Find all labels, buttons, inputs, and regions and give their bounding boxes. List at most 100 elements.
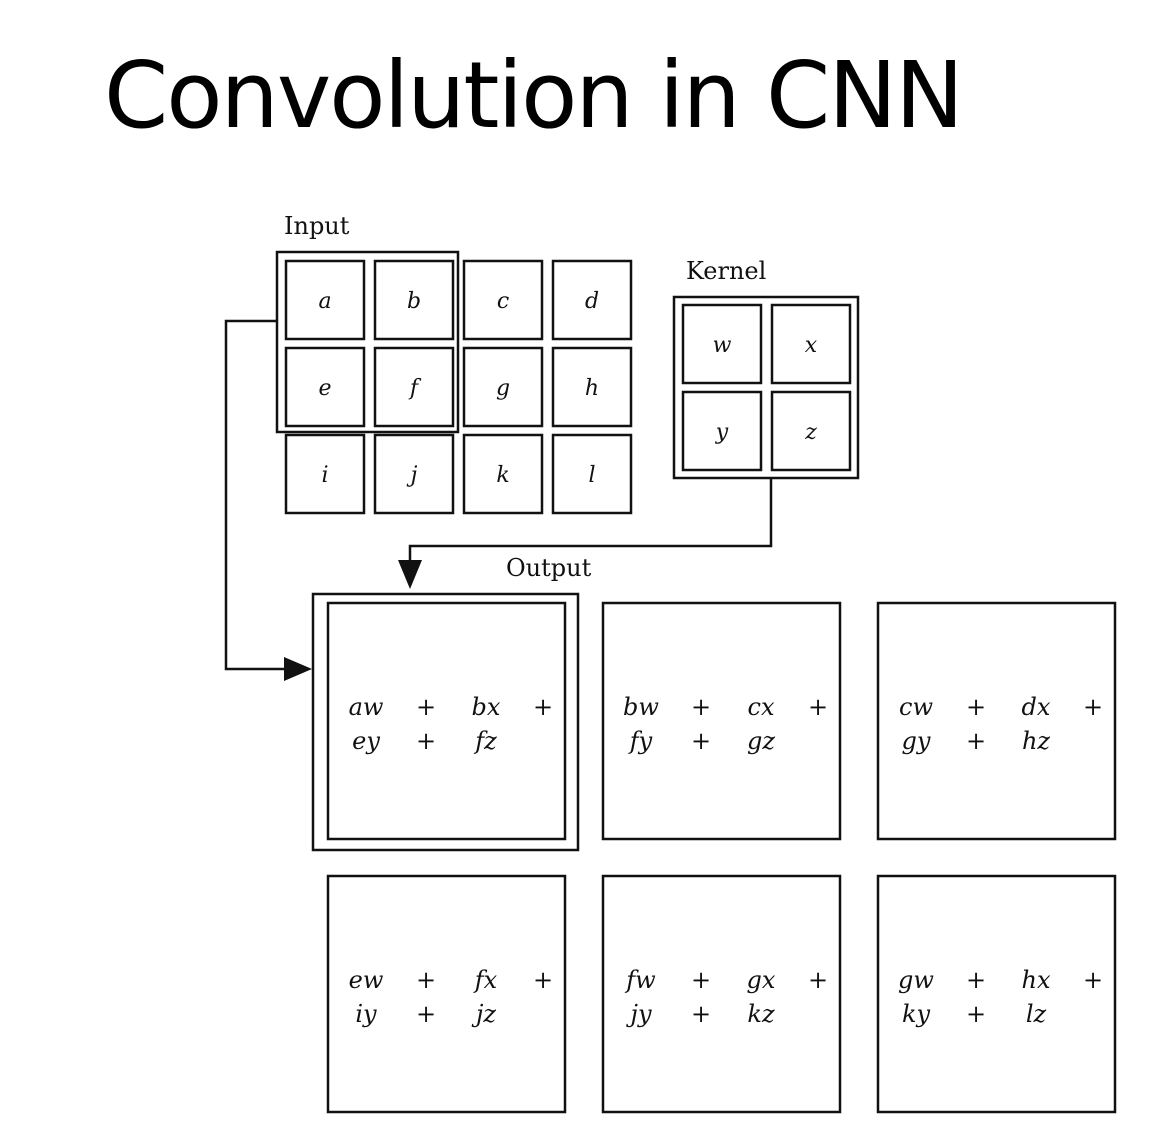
output-term: + bbox=[416, 1000, 436, 1028]
kernel-cell-value: z bbox=[804, 420, 817, 445]
input-cell: l bbox=[551, 433, 633, 515]
input-cell-box bbox=[373, 259, 455, 341]
input-cell-value: h bbox=[585, 376, 599, 401]
output-term: gx bbox=[747, 966, 776, 994]
input-cell-value: g bbox=[496, 376, 510, 401]
input-cell: e bbox=[284, 346, 366, 428]
output-term: + bbox=[416, 693, 436, 721]
output-cell-box bbox=[601, 601, 842, 841]
input-arrowhead bbox=[284, 657, 312, 681]
kernel-frame bbox=[672, 295, 860, 480]
input-cell: g bbox=[462, 346, 544, 428]
output-term: fx bbox=[473, 966, 498, 994]
kernel-cell-value: x bbox=[805, 333, 818, 358]
output-term: aw bbox=[349, 693, 384, 721]
kernel-cell: z bbox=[770, 390, 852, 472]
kernel-cell: y bbox=[681, 390, 763, 472]
input-cell: h bbox=[551, 346, 633, 428]
output-cell: cw + dx + gy + hz bbox=[876, 601, 1117, 841]
kernel-cell-box bbox=[681, 303, 763, 385]
input-cell-box bbox=[284, 433, 366, 515]
kernel-cell-box bbox=[681, 390, 763, 472]
output-cell-box bbox=[601, 874, 842, 1114]
output-cell-highlight bbox=[311, 592, 580, 852]
kernel-to-output-connector bbox=[408, 478, 773, 563]
output-term: + bbox=[533, 693, 553, 721]
output-label: Output bbox=[506, 554, 592, 582]
output-term: + bbox=[691, 1000, 711, 1028]
output-cell: ew+fx+iy+jz bbox=[326, 874, 567, 1114]
input-cell-value: i bbox=[321, 463, 328, 488]
output-term: ky bbox=[902, 1000, 931, 1028]
output-term: bw bbox=[623, 693, 659, 721]
output-term: + bbox=[691, 727, 711, 755]
input-cell-box bbox=[373, 346, 455, 428]
input-label: Input bbox=[284, 212, 350, 240]
output-term: gy bbox=[902, 727, 931, 755]
input-cell-value: e bbox=[318, 376, 331, 401]
input-cell-value: l bbox=[588, 463, 595, 488]
output-term: + bbox=[691, 693, 711, 721]
input-cell: k bbox=[462, 433, 544, 515]
output-term: + bbox=[966, 966, 986, 994]
input-cell: a bbox=[284, 259, 366, 341]
output-term: dx bbox=[1022, 693, 1051, 721]
input-cell-value: a bbox=[318, 289, 331, 314]
input-window-highlight bbox=[275, 250, 460, 434]
input-cell: i bbox=[284, 433, 366, 515]
output-term: jz bbox=[471, 1000, 496, 1028]
kernel-arrowhead bbox=[398, 560, 422, 589]
kernel-cell-value: y bbox=[715, 420, 729, 445]
input-cell-box bbox=[462, 346, 544, 428]
output-cell: bw + cx + fy + gz bbox=[601, 601, 842, 841]
output-cell-box bbox=[876, 874, 1117, 1114]
input-cell-box bbox=[462, 433, 544, 515]
input-cell-box bbox=[551, 259, 633, 341]
input-cell-box bbox=[551, 346, 633, 428]
output-term: hx bbox=[1022, 966, 1051, 994]
kernel-cell: x bbox=[770, 303, 852, 385]
input-cell-value: c bbox=[497, 289, 509, 314]
output-cell-box bbox=[876, 601, 1117, 841]
input-cell-value: k bbox=[496, 463, 509, 488]
input-cell-value: d bbox=[585, 289, 599, 314]
output-term: fy bbox=[628, 727, 653, 755]
output-cell: aw+bx+ey+fz bbox=[326, 601, 567, 841]
output-term: + bbox=[416, 727, 436, 755]
output-term: hz bbox=[1022, 727, 1050, 755]
output-term: kz bbox=[747, 1000, 775, 1028]
output-cell: gw+hx+ky+lz bbox=[876, 874, 1117, 1114]
page-title: Convolution in CNN bbox=[104, 42, 964, 149]
input-cell: j bbox=[373, 433, 455, 515]
output-term: ey bbox=[352, 727, 380, 755]
output-term: gz bbox=[747, 727, 775, 755]
output-term: + bbox=[1083, 693, 1103, 721]
output-term: + bbox=[966, 693, 986, 721]
output-term: ew bbox=[349, 966, 384, 994]
output-term: + bbox=[1083, 966, 1103, 994]
output-cell-box bbox=[326, 874, 567, 1114]
input-cell: c bbox=[462, 259, 544, 341]
input-cell: b bbox=[373, 259, 455, 341]
output-term: fz bbox=[473, 727, 497, 755]
kernel-cell-value: w bbox=[713, 333, 732, 358]
output-term: cx bbox=[748, 693, 775, 721]
output-term: + bbox=[808, 693, 828, 721]
kernel-cell-box bbox=[770, 390, 852, 472]
input-cell: d bbox=[551, 259, 633, 341]
kernel-label: Kernel bbox=[686, 257, 766, 285]
output-term: lz bbox=[1026, 1000, 1047, 1028]
output-term: + bbox=[966, 727, 986, 755]
input-cell-value: b bbox=[407, 289, 421, 314]
output-term: fw bbox=[624, 966, 656, 994]
output-term: cw bbox=[899, 693, 933, 721]
output-term: + bbox=[966, 1000, 986, 1028]
input-cell-box bbox=[284, 346, 366, 428]
output-term: + bbox=[416, 966, 436, 994]
output-term: + bbox=[808, 966, 828, 994]
output-term: iy bbox=[355, 1000, 377, 1028]
output-grid: aw+bx+ey+fzbw+cx+fy+gzcw+dx+gy+hzew+fx+i… bbox=[326, 601, 1117, 1114]
kernel-cell: w bbox=[681, 303, 763, 385]
